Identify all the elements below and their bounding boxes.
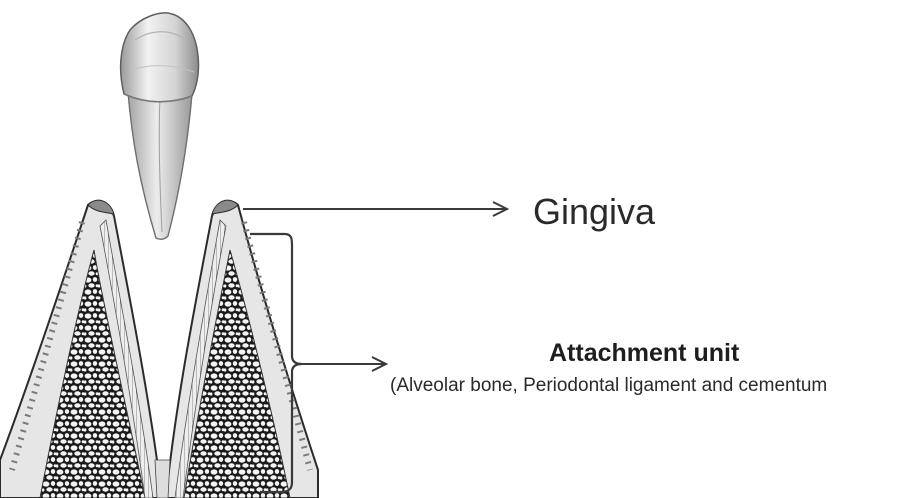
gingiva-label: Gingiva: [533, 190, 655, 234]
socket-icon: [0, 200, 318, 498]
gingiva-arrow: [243, 202, 507, 216]
tooth-icon: [121, 13, 199, 239]
left-alveolar-wall: [0, 200, 162, 498]
attachment-unit-title: Attachment unit: [549, 338, 739, 368]
attachment-unit-subtitle: (Alveolar bone, Periodontal ligament and…: [390, 374, 827, 398]
right-alveolar-wall: [166, 200, 318, 498]
